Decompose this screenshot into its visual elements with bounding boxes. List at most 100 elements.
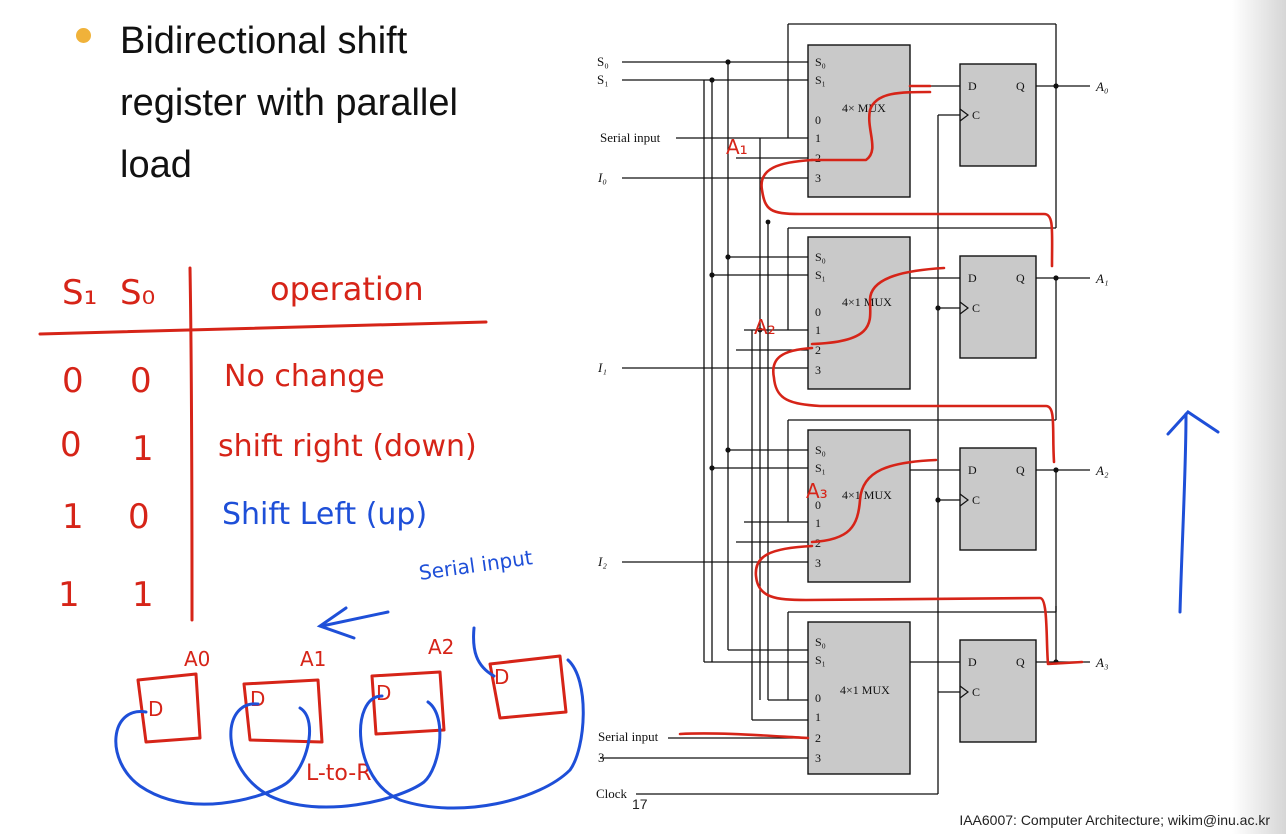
- ff-d-pin: D: [968, 271, 977, 285]
- ff-c-pin: C: [972, 108, 980, 122]
- mux-pin-3: 3: [815, 171, 821, 185]
- ff-pins: D Q C D Q C D Q C D Q C: [968, 79, 1025, 699]
- register-cell-a0: [136, 672, 202, 744]
- s1-input-label: S₁: [597, 72, 609, 87]
- row-3-s1: 1: [58, 575, 80, 615]
- table-header-s0: S₀: [120, 273, 155, 313]
- output-a2: A₂: [1095, 463, 1109, 478]
- register-label-a2: A2: [428, 635, 454, 659]
- row-0-s1: 0: [62, 361, 84, 401]
- register-sketch: [136, 654, 568, 744]
- mux-0: [807, 44, 911, 198]
- ff-q-pin: Q: [1016, 79, 1025, 93]
- row-1-s1: 0: [60, 425, 82, 465]
- table-header-operation: operation: [270, 270, 424, 308]
- mux-3-label: 4×1 MUX: [840, 683, 890, 697]
- s0-input-label: S₀: [597, 54, 609, 69]
- mux-1: [807, 236, 911, 390]
- mux-pin-2: 2: [815, 151, 821, 165]
- mux-note-a2: A₂: [754, 315, 776, 339]
- mux-pin-1: 1: [815, 516, 821, 530]
- row-1-operation: shift right (down): [218, 429, 477, 464]
- ff-d-pin: D: [968, 655, 977, 669]
- register-d-a2: D: [376, 681, 391, 705]
- right-edge-shadow: [1232, 0, 1286, 834]
- mux-3-pins: S₀ S₁ 0 1 2 3 4×1 MUX: [815, 635, 890, 765]
- mux-note-a3: A₃: [806, 479, 828, 503]
- footer-text: IAA6007: Computer Architecture; wikim@in…: [959, 812, 1270, 828]
- mux-pin-0: 0: [815, 113, 821, 127]
- mux-2-label: 4×1 MUX: [842, 488, 892, 502]
- red-shift-path-annotation: A₁ A₂ A₃: [678, 84, 1084, 740]
- parallel-input-i0: I₀: [597, 170, 607, 185]
- mux-pin-0: 0: [815, 305, 821, 319]
- register-d-a0: D: [148, 697, 163, 721]
- mux-1-label: 4×1 MUX: [842, 295, 892, 309]
- direction-note: L-to-R: [306, 761, 372, 786]
- left-arrow-icon: [316, 606, 390, 640]
- mux-pin-0: 0: [815, 691, 821, 705]
- bullet-icon: [76, 28, 91, 43]
- register-d-a3: D: [494, 665, 509, 689]
- mux-pin-3: 3: [815, 363, 821, 377]
- mux-1-pins: S₀ S₁ 0 1 2 3 4×1 MUX: [815, 250, 892, 377]
- flipflop-3: [959, 639, 1037, 743]
- row-3-s0: 1: [132, 575, 154, 615]
- ff-q-pin: Q: [1016, 271, 1025, 285]
- mux-0-pins: S₀ S₁ 0 1 2 3 4× MUX: [815, 55, 886, 185]
- parallel-input-i3: 3: [598, 750, 605, 765]
- mux-blocks: [807, 44, 911, 775]
- output-a3: A₃: [1095, 655, 1108, 670]
- mux-2-pins: S₀ S₁ 0 1 2 3 4×1 MUX: [815, 443, 892, 570]
- register-d-a1: D: [250, 687, 265, 711]
- mux-0-label: 4× MUX: [842, 101, 886, 115]
- mux-pin-2: 2: [815, 731, 821, 745]
- register-cell-a3: [488, 654, 568, 720]
- clock-label: Clock: [596, 786, 628, 801]
- row-0-operation: No change: [224, 359, 385, 394]
- register-label-a0: A0: [184, 647, 210, 671]
- ff-d-pin: D: [968, 463, 977, 477]
- mux-pin-1: 1: [815, 323, 821, 337]
- serial-input-note: Serial input: [417, 545, 534, 585]
- parallel-input-i2: I₂: [597, 554, 607, 569]
- mux-pin-s1: S₁: [815, 653, 826, 667]
- bullet-text: Bidirectional shift register with parall…: [120, 20, 458, 186]
- flipflop-0: [959, 63, 1037, 167]
- register-labels: A0 A1 A2 D D D D L-to-R: [148, 635, 509, 786]
- flipflop-blocks: [959, 63, 1037, 743]
- mux-pin-s0: S₀: [815, 55, 826, 69]
- mux-pin-s0: S₀: [815, 250, 826, 264]
- page-number: 17: [632, 796, 648, 812]
- mux-pin-s1: S₁: [815, 268, 826, 282]
- truth-table: S₁ S₀ operation 0 0 No change 0 1 shift …: [58, 270, 477, 615]
- mux-note-a1: A₁: [726, 135, 748, 159]
- row-0-s0: 0: [130, 361, 152, 401]
- row-1-s0: 1: [132, 429, 154, 469]
- mux-pin-2: 2: [815, 536, 821, 550]
- output-a0: A₀: [1095, 79, 1108, 94]
- row-2-s1: 1: [62, 497, 84, 537]
- ff-c-pin: C: [972, 493, 980, 507]
- mux-pin-s1: S₁: [815, 461, 826, 475]
- row-2-operation: Shift Left (up): [222, 497, 427, 532]
- mux-pin-3: 3: [815, 751, 821, 765]
- serial-input-label-bottom: Serial input: [598, 729, 659, 744]
- serial-input-label-top: Serial input: [600, 130, 661, 145]
- mux-pin-s0: S₀: [815, 443, 826, 457]
- mux-pin-s0: S₀: [815, 635, 826, 649]
- table-header-s1: S₁: [62, 273, 97, 313]
- mux-pin-3: 3: [815, 556, 821, 570]
- ff-q-pin: Q: [1016, 463, 1025, 477]
- clock-triangles: [959, 108, 969, 699]
- flipflop-2: [959, 447, 1037, 551]
- register-cell-a1: [242, 678, 324, 744]
- row-2-s0: 0: [128, 497, 150, 537]
- register-cell-a2: [370, 670, 446, 736]
- circuit-wiring: [600, 23, 1090, 795]
- mux-3: [807, 621, 911, 775]
- ff-c-pin: C: [972, 685, 980, 699]
- mux-pin-0: 0: [815, 498, 821, 512]
- mux-pin-s1: S₁: [815, 73, 826, 87]
- up-arrow-icon: [1166, 410, 1220, 614]
